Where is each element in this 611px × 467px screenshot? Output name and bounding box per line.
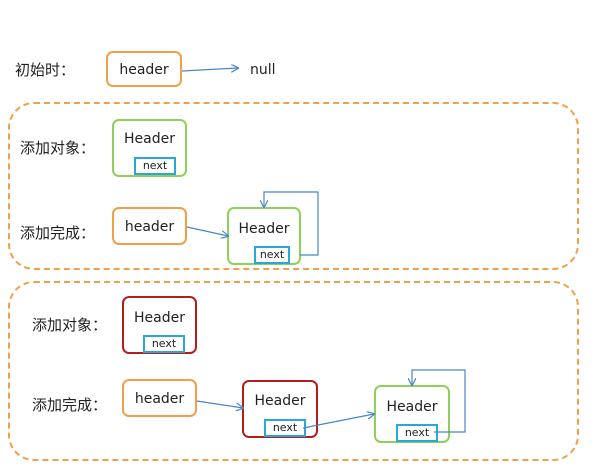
initial-to-null-arrow (181, 68, 238, 71)
initial-header-box: header (106, 51, 182, 87)
initial-header-text: header (119, 62, 169, 78)
group2-header-to-node1-arrow (196, 400, 243, 408)
group2-node1-next: next (264, 419, 306, 437)
group1-self-loop-arrow (264, 191, 319, 256)
group2-node1-to-node2-arrow (302, 414, 374, 429)
group1-header-box: header (112, 207, 187, 245)
group2-header-box: header (122, 379, 197, 417)
null-text: null (250, 62, 276, 78)
group1-done-node-title: Header (238, 221, 290, 237)
group2-add-done-label: 添加完成： (32, 396, 108, 414)
group1-done-node-next: next (254, 246, 290, 264)
group2-self-loop-arrow (412, 369, 466, 433)
group1-new-node-next: next (134, 157, 176, 175)
initial-label: 初始时： (15, 61, 76, 79)
group2-add-object-label: 添加对象： (32, 316, 108, 334)
group2-header-text: header (134, 391, 185, 407)
group2-new-node: Header next (122, 296, 197, 354)
group-2-container (8, 281, 579, 461)
group1-header-to-node-arrow (186, 226, 228, 236)
group1-add-object-label: 添加对象： (20, 139, 96, 157)
group2-node-2: Header next (374, 385, 450, 443)
group-1-container (8, 102, 579, 270)
group2-new-node-title: Header (134, 310, 185, 326)
group2-node2-next: next (396, 424, 438, 442)
group2-new-node-next: next (143, 335, 185, 353)
group2-node1-title: Header (254, 393, 306, 409)
group1-add-done-label: 添加完成： (20, 224, 96, 242)
group1-done-node: Header next (227, 207, 301, 265)
group2-node2-title: Header (386, 399, 438, 415)
group1-header-text: header (124, 219, 175, 235)
group1-new-node-title: Header (124, 131, 175, 147)
group1-new-node: Header next (112, 119, 187, 177)
group2-node-1: Header next (242, 380, 318, 438)
